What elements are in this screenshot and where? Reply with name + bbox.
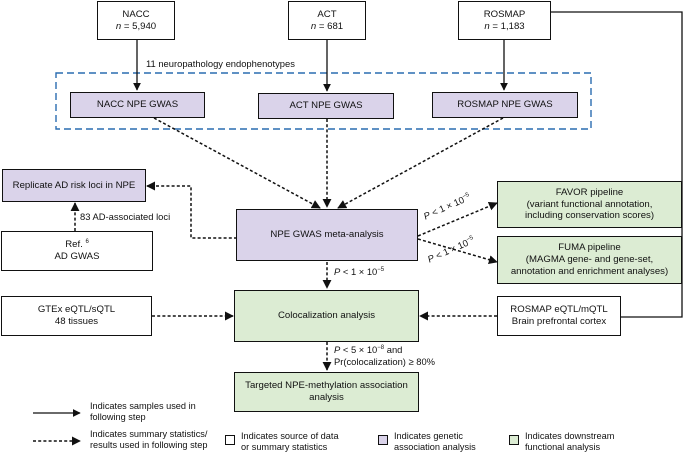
legend-dashed-line1: Indicates summary statistics/	[90, 429, 208, 439]
threshold-targeted-rest2: and	[384, 344, 403, 355]
arrow-meta-to-fuma	[417, 238, 498, 265]
source-nacc-n-value: = 5,940	[121, 20, 157, 32]
favor-line1: FAVOR pipeline	[555, 186, 624, 198]
fuma-box: FUMA pipeline (MAGMA gene- and gene-set,…	[497, 236, 682, 284]
arrow-meta-to-favor	[417, 201, 498, 237]
gtex-line1: GTEx eQTL/sQTL	[37, 304, 116, 316]
arrow-nacc-gwas-to-meta	[153, 117, 321, 209]
threshold-coloc-p: P	[334, 266, 341, 277]
legend-solid-line2: following step	[90, 412, 146, 423]
source-rosmap-name: ROSMAP	[483, 8, 526, 20]
threshold-coloc-rest: < 1 × 10	[340, 266, 378, 277]
legend-solid-text: Indicates samples used in following step	[90, 401, 196, 423]
arrow-meta-to-replicate	[146, 181, 237, 239]
gwas-act-label: ACT NPE GWAS	[289, 100, 363, 111]
gwas-act-box: ACT NPE GWAS	[258, 93, 394, 119]
source-nacc-n: n = 5,940	[116, 21, 156, 33]
legend-solid-line1: Indicates samples used in	[90, 401, 196, 411]
legend-dashed-text: Indicates summary statistics/ results us…	[90, 429, 207, 451]
ad-gwas-ref-prefix: Ref.	[65, 239, 83, 251]
source-rosmap-n-value: = 1,183	[489, 20, 525, 32]
colocalization-box: Colocalization analysis	[234, 290, 419, 342]
ad-gwas-box: Ref. 6 AD GWAS	[1, 231, 153, 271]
legend-green-line1: Indicates downstream	[525, 431, 615, 441]
colocalization-label: Colocalization analysis	[277, 310, 376, 321]
legend-purple-line2: association analysis	[394, 442, 476, 453]
fuma-line1: FUMA pipeline	[558, 242, 621, 254]
rosmap-qtl-box: ROSMAP eQTL/mQTL Brain prefrontal cortex	[497, 296, 621, 336]
source-act-name: ACT	[317, 8, 337, 20]
threshold-targeted-rest: < 5 × 10	[340, 344, 378, 355]
threshold-targeted-p: P	[334, 344, 341, 355]
arrow-rosmap-gwas-to-meta	[337, 117, 504, 209]
legend-green-line2: functional analysis	[525, 442, 601, 453]
threshold-targeted-line2: Pr(colocalization) ≥ 80%	[334, 356, 436, 368]
gtex-box: GTEx eQTL/sQTL 48 tissues	[1, 296, 152, 336]
source-act-n-label: n	[310, 20, 317, 32]
favor-line3: including conservation scores)	[524, 210, 655, 222]
npe-group-outline	[55, 72, 592, 130]
source-nacc-box: NACC n = 5,940	[97, 1, 175, 40]
source-act-box: ACT n = 681	[288, 1, 366, 40]
threshold-coloc-exp: −5	[377, 267, 385, 273]
legend-green-swatch	[509, 435, 519, 445]
meta-analysis-box: NPE GWAS meta-analysis	[236, 209, 418, 261]
loci-label: 83 AD-associated loci	[80, 211, 171, 222]
fuma-line2: (MAGMA gene- and gene-set,	[525, 254, 654, 265]
legend-purple-text: Indicates genetic association analysis	[394, 431, 476, 453]
gwas-nacc-box: NACC NPE GWAS	[70, 92, 205, 118]
legend-green-text: Indicates downstream functional analysis	[525, 431, 614, 453]
gwas-rosmap-label: ROSMAP NPE GWAS	[457, 99, 553, 110]
legend-purple-line1: Indicates genetic	[394, 431, 463, 441]
source-rosmap-n: n = 1,183	[484, 21, 524, 33]
source-rosmap-n-label: n	[484, 20, 490, 32]
source-act-n: n = 681	[311, 21, 343, 33]
source-act-n-value: = 681	[316, 20, 344, 32]
source-nacc-name: NACC	[122, 8, 150, 20]
rosmap-qtl-line1: ROSMAP eQTL/mQTL	[510, 304, 608, 316]
gwas-nacc-label: NACC NPE GWAS	[96, 99, 179, 110]
ad-gwas-name: AD GWAS	[54, 251, 100, 262]
legend-dashed-line2: results used in following step	[90, 440, 208, 451]
gwas-rosmap-box: ROSMAP NPE GWAS	[432, 92, 578, 118]
threshold-targeted: P < 5 × 10−8 and Pr(colocalization) ≥ 80…	[334, 344, 435, 368]
gtex-line2: 48 tissues	[54, 316, 99, 327]
threshold-targeted-line1: P < 5 × 10−8 and	[334, 344, 435, 356]
legend-white-text: Indicates source of data or summary stat…	[241, 431, 339, 453]
targeted-box: Targeted NPE-methylation association ana…	[234, 372, 419, 412]
ad-gwas-ref-num: 6	[85, 239, 89, 246]
targeted-line2: analysis	[309, 392, 344, 403]
targeted-line1: Targeted NPE-methylation association	[245, 380, 408, 392]
source-nacc-n-label: n	[115, 20, 122, 32]
legend-white-swatch	[225, 435, 235, 445]
legend-purple-swatch	[378, 435, 388, 445]
ad-gwas-ref: Ref. 6	[65, 239, 89, 251]
favor-box: FAVOR pipeline (variant functional annot…	[497, 181, 682, 228]
threshold-targeted-exp: −8	[377, 345, 385, 351]
line-rosmap-to-qtl	[551, 11, 683, 318]
legend-white-line1: Indicates source of data	[241, 431, 339, 441]
threshold-coloc: P < 1 × 10−5	[334, 266, 384, 277]
meta-analysis-label: NPE GWAS meta-analysis	[270, 229, 384, 240]
legend-white-line2: or summary statistics	[241, 442, 328, 453]
replicate-box: Replicate AD risk loci in NPE	[2, 169, 146, 202]
group-label: 11 neuropathology endophenotypes	[146, 58, 295, 69]
favor-line2: (variant functional annotation,	[526, 198, 653, 210]
source-rosmap-box: ROSMAP n = 1,183	[458, 1, 551, 40]
replicate-label: Replicate AD risk loci in NPE	[12, 179, 136, 191]
rosmap-qtl-line2: Brain prefrontal cortex	[511, 316, 607, 327]
fuma-line3: annotation and enrichment analyses)	[510, 265, 669, 277]
